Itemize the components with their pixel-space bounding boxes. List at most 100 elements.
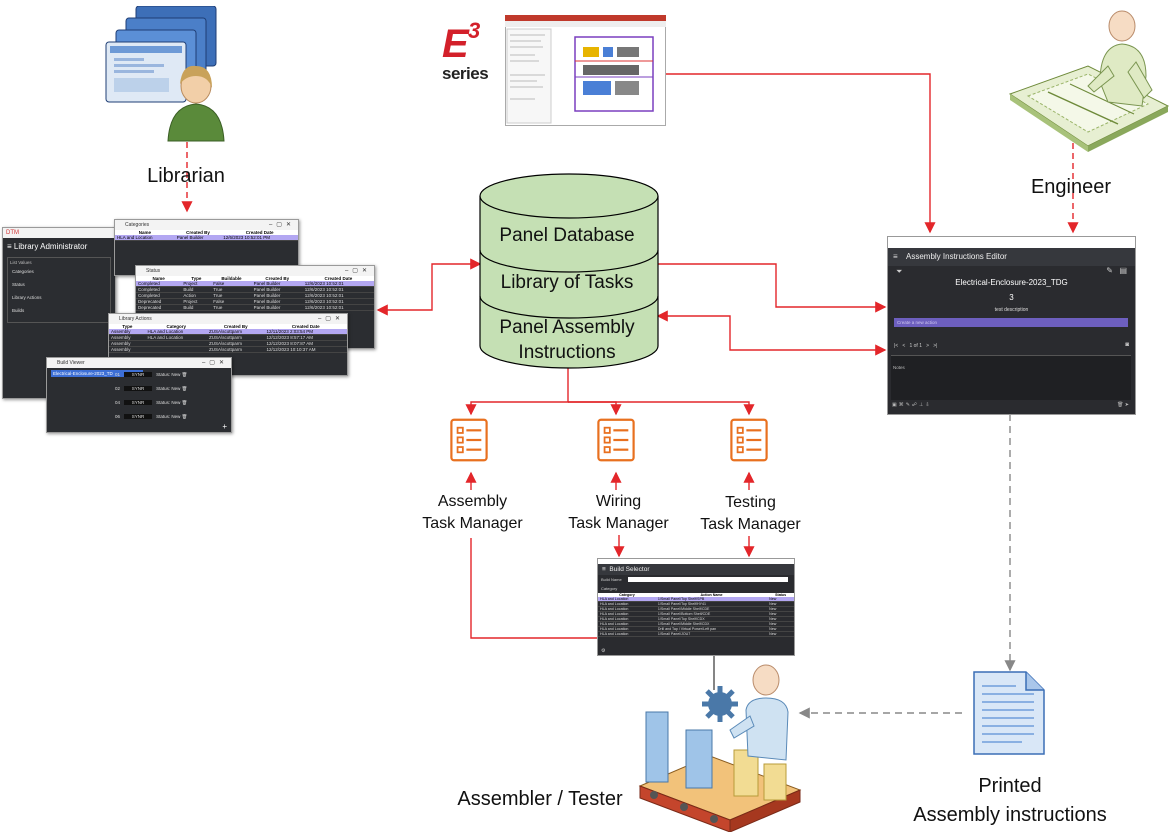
e3-series-logo: E 3 series (440, 18, 500, 86)
editor-titlebar (888, 237, 1135, 248)
add-icon[interactable]: + (222, 422, 227, 431)
edit-icon[interactable]: ✎ (1106, 266, 1113, 275)
build-name-input[interactable] (628, 577, 788, 582)
build-name-label: Build Name (601, 577, 622, 582)
build-selector-window[interactable]: ≡ Build Selector Build Name Category Cat… (597, 558, 795, 656)
screens-stack-icon (105, 6, 217, 103)
selected-build[interactable]: Electrical-Enclosure-2023_TD (51, 370, 143, 377)
assembler-label: Assembler / Tester (457, 788, 623, 810)
last-page-icon[interactable]: >| (933, 343, 938, 349)
assembly-task-manager-label: Assembly Task Manager (405, 491, 540, 535)
trash-send-icons[interactable]: 🗑 ➤ (1117, 402, 1129, 408)
library-admin-title: ≡ Library Administrator (7, 242, 88, 251)
project-number: 3 (1009, 293, 1014, 302)
printed-document-icon (973, 671, 1045, 755)
build-name-row: Build Name (598, 575, 794, 582)
wiring-task-list-icon (597, 418, 635, 462)
filter-icon[interactable]: ⏷ (896, 267, 903, 276)
assembly-instructions-editor-window[interactable]: ≡ Assembly Instructions Editor ⏷ ✎ ▤ Ele… (887, 236, 1136, 415)
testing-task-list-icon (730, 418, 768, 462)
prev-page-icon[interactable]: < (902, 343, 906, 349)
gear-icon (702, 686, 738, 722)
list-values-panel: List Values Categories Status Library Ac… (7, 257, 111, 323)
assembly-label-line2: Task Manager (405, 513, 540, 535)
menu-item-builds[interactable]: Builds (12, 308, 25, 313)
page-indicator: 1 of 1 (909, 343, 922, 349)
arrow-db-to-managers (465, 368, 569, 416)
engineer-label: Engineer (1030, 176, 1112, 198)
project-description: test description (994, 307, 1029, 313)
build-viewer-titlebar: Build Viewer–▢✕ (47, 358, 231, 368)
testing-label-line2: Task Manager (683, 514, 818, 536)
camera-icon[interactable]: ◙ (1125, 342, 1129, 348)
printed-instructions-label: Printed Assembly instructions (890, 772, 1130, 830)
status-titlebar: Status–▢✕ (136, 266, 374, 276)
e3-mark: E (442, 22, 469, 66)
testing-task-manager-label: Testing Task Manager (683, 492, 818, 536)
printed-label-line1: Printed (978, 775, 1042, 797)
document-icon[interactable]: ▤ (1119, 266, 1127, 275)
library-actions-titlebar: Library Actions–▢✕ (109, 314, 347, 324)
notes-label: Notes (893, 365, 905, 370)
list-item: 02 SYNR Status: New 🗑 (115, 386, 188, 391)
notes-area[interactable]: Notes (891, 355, 1131, 400)
menu-icon[interactable]: ≡ (893, 252, 898, 261)
db-segment-panel-assembly-line1: Panel Assembly (499, 317, 635, 338)
librarian-label: Librarian (147, 165, 225, 187)
e3-superscript: 3 (468, 18, 481, 43)
db-segment-library-of-tasks: Library of Tasks (500, 272, 634, 293)
build-selector-titlebar (598, 559, 794, 564)
assembler-illustration (638, 664, 802, 832)
librarian-illustration (105, 6, 225, 142)
engineer-person-icon (1087, 10, 1153, 107)
editor-title: Assembly Instructions Editor (906, 252, 1007, 261)
menu-item-status[interactable]: Status (12, 282, 25, 287)
printed-label-line2: Assembly instructions (913, 804, 1107, 826)
new-action-input[interactable]: Create a new action (894, 318, 1128, 327)
list-item: 04 SYNR Status: New 🗑 (115, 400, 188, 405)
project-name: Electrical-Enclosure-2023_TDG (955, 278, 1068, 287)
arrow-assembly-manager-to-selector (470, 538, 632, 644)
drafting-board-icon (1008, 65, 1170, 152)
editor-toolbar[interactable]: ▣⌘✎☍⊥⇩ (892, 402, 932, 408)
testing-label-line1: Testing (683, 492, 818, 514)
build-selector-header: ≡ Build Selector (598, 564, 794, 575)
next-page-icon[interactable]: > (926, 343, 930, 349)
db-segment-panel-database: Panel Database (499, 225, 635, 246)
e3-wordmark: series (442, 64, 489, 83)
list-item: 06 SYNR Status: New 🗑 (115, 414, 188, 419)
first-page-icon[interactable]: |< (894, 343, 899, 349)
menu-item-categories[interactable]: Categories (12, 269, 34, 274)
menu-item-library-actions[interactable]: Library Actions (12, 295, 42, 300)
engineer-illustration (1008, 10, 1170, 152)
build-viewer-window[interactable]: Build Viewer–▢✕ Electrical-Enclosure-202… (46, 357, 232, 433)
assembly-label-line1: Assembly (405, 491, 540, 513)
wiring-label-line2: Task Manager (551, 513, 686, 535)
arrow-editor-to-db (656, 310, 887, 356)
librarian-person-icon (167, 65, 225, 142)
panel-database-cylinder (479, 173, 659, 369)
settings-icon[interactable]: ⚙ (601, 648, 606, 654)
